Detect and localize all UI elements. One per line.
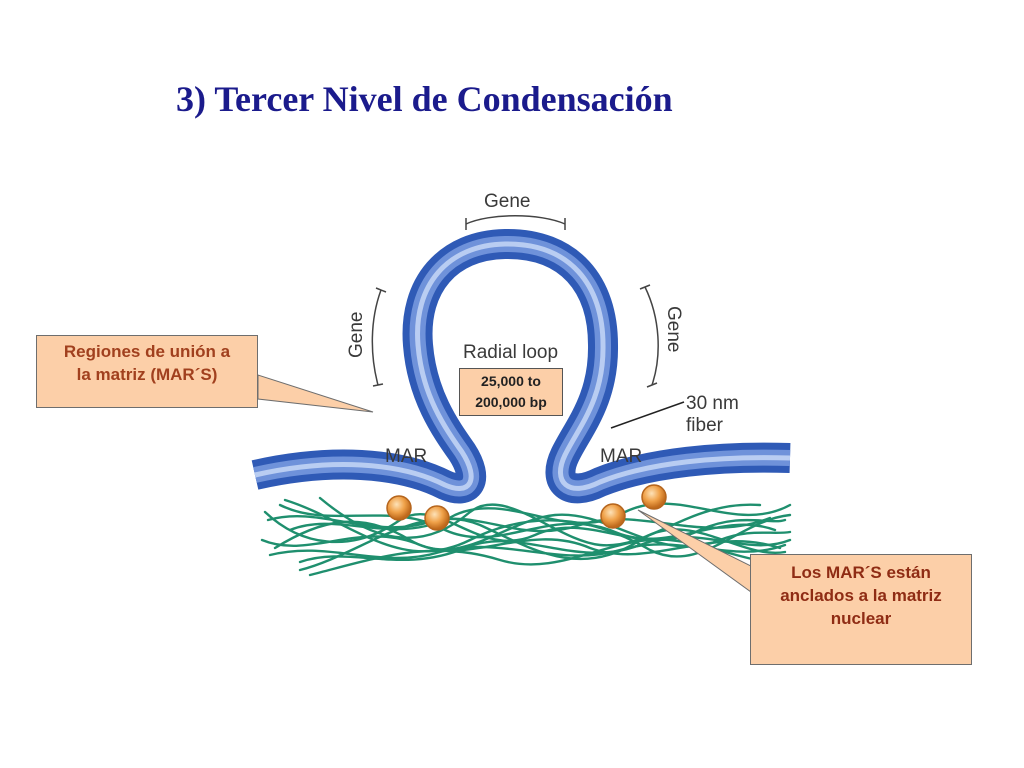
callout-right-line3: nuclear <box>830 609 892 628</box>
gene-label-top: Gene <box>484 191 530 212</box>
fiber-label-line2: fiber <box>686 415 724 436</box>
mar-anchored-callout: Los MAR´S están anclados a la matriz nuc… <box>750 554 972 665</box>
fiber-label-line1: 30 nm <box>686 393 739 414</box>
callout-left-line1: Regiones de unión a <box>63 342 231 361</box>
loop-size-line2: 200,000 bp <box>475 394 547 410</box>
mar-label-left: MAR <box>385 446 427 467</box>
gene-bracket-right <box>639 284 659 388</box>
callout-left-pointer <box>257 374 374 413</box>
loop-size-line1: 25,000 to <box>481 373 541 389</box>
mar-protein <box>641 484 667 510</box>
fiber-pointer-line <box>610 401 685 429</box>
mar-protein <box>386 495 412 521</box>
callout-right-line1: Los MAR´S están <box>791 563 931 582</box>
radial-loop-label: Radial loop <box>463 342 558 363</box>
gene-label-left: Gene <box>346 312 367 358</box>
nuclear-matrix <box>260 496 792 577</box>
mar-protein <box>600 503 626 529</box>
mar-protein <box>424 505 450 531</box>
mar-regions-callout: Regiones de unión a la matriz (MAR´S) <box>36 335 258 408</box>
gene-bracket-left <box>371 287 387 387</box>
gene-bracket-top <box>465 215 566 230</box>
callout-left-line2: la matriz (MAR´S) <box>76 365 218 384</box>
loop-size-box: 25,000 to 200,000 bp <box>459 368 563 416</box>
mar-label-right: MAR <box>600 446 642 467</box>
callout-right-line2: anclados a la matriz <box>780 586 942 605</box>
gene-label-right: Gene <box>663 306 684 352</box>
slide-title: 3) Tercer Nivel de Condensación <box>176 79 673 119</box>
